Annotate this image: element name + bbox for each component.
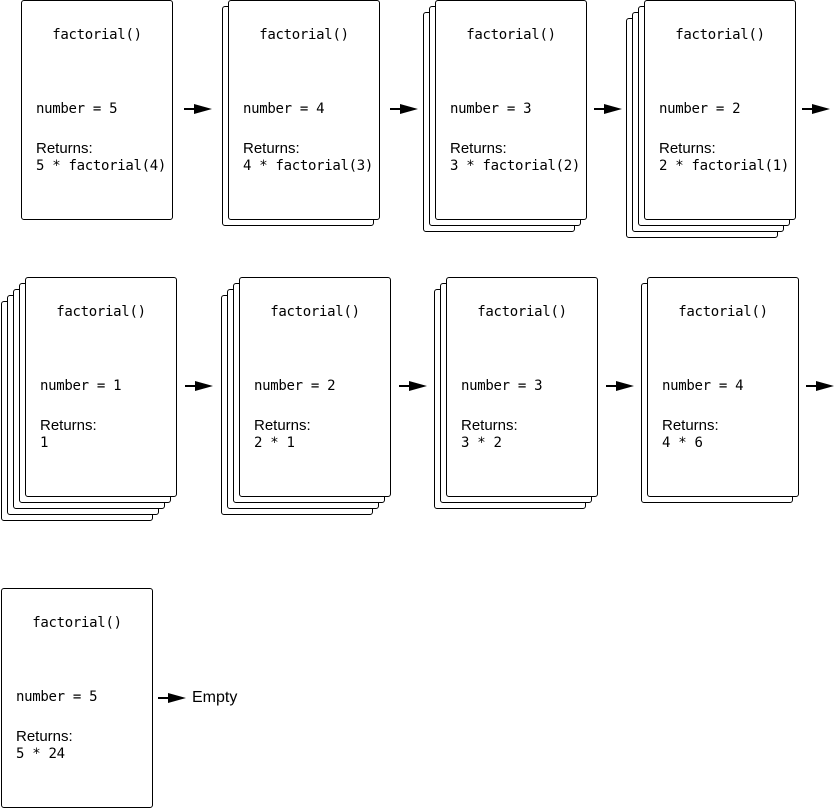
number-value: number = 5 — [16, 689, 98, 705]
arrow-right-icon — [594, 103, 622, 115]
returns-expression: 4 * factorial(3) — [243, 158, 374, 174]
returns-label: Returns: — [450, 140, 507, 157]
function-name: factorial() — [270, 304, 360, 320]
number-value: number = 2 — [659, 101, 741, 117]
returns-expression: 5 * 24 — [16, 746, 65, 762]
returns-label: Returns: — [461, 417, 518, 434]
stack-frame: factorial() number = 4 Returns: 4 * fact… — [228, 0, 380, 220]
arrow-right-icon — [802, 103, 830, 115]
arrow-right-icon — [606, 380, 634, 392]
stack-frame: factorial() number = 5 Returns: 5 * 24 — [1, 588, 153, 808]
returns-label: Returns: — [659, 140, 716, 157]
returns-label: Returns: — [254, 417, 311, 434]
stack-frame: factorial() number = 2 Returns: 2 * 1 — [239, 277, 391, 497]
stack-frame: factorial() number = 3 Returns: 3 * fact… — [435, 0, 587, 220]
arrow-right-icon — [185, 380, 213, 392]
function-name: factorial() — [675, 27, 765, 43]
number-value: number = 5 — [36, 101, 118, 117]
arrow-right-icon — [184, 103, 212, 115]
returns-label: Returns: — [16, 728, 73, 745]
returns-label: Returns: — [662, 417, 719, 434]
returns-expression: 4 * 6 — [662, 435, 703, 451]
number-value: number = 2 — [254, 378, 336, 394]
arrow-right-icon — [390, 103, 418, 115]
function-name: factorial() — [52, 27, 142, 43]
arrow-right-icon — [806, 380, 834, 392]
function-name: factorial() — [32, 615, 122, 631]
stack-frame: factorial() number = 5 Returns: 5 * fact… — [21, 0, 173, 220]
number-value: number = 3 — [461, 378, 543, 394]
function-name: factorial() — [477, 304, 567, 320]
returns-expression: 3 * factorial(2) — [450, 158, 581, 174]
returns-label: Returns: — [243, 140, 300, 157]
function-name: factorial() — [466, 27, 556, 43]
returns-expression: 5 * factorial(4) — [36, 158, 167, 174]
stack-frame: factorial() number = 4 Returns: 4 * 6 — [647, 277, 799, 497]
arrow-right-icon — [158, 692, 186, 704]
returns-expression: 3 * 2 — [461, 435, 502, 451]
returns-label: Returns: — [36, 140, 93, 157]
returns-expression: 1 — [40, 435, 49, 451]
stack-frame: factorial() number = 1 Returns: 1 — [25, 277, 177, 497]
returns-label: Returns: — [40, 417, 97, 434]
stack-frame: factorial() number = 2 Returns: 2 * fact… — [644, 0, 796, 220]
empty-stack-label: Empty — [192, 689, 238, 706]
returns-expression: 2 * factorial(1) — [659, 158, 790, 174]
returns-expression: 2 * 1 — [254, 435, 295, 451]
arrow-right-icon — [399, 380, 427, 392]
stack-frame: factorial() number = 3 Returns: 3 * 2 — [446, 277, 598, 497]
number-value: number = 4 — [662, 378, 744, 394]
number-value: number = 4 — [243, 101, 325, 117]
function-name: factorial() — [259, 27, 349, 43]
function-name: factorial() — [678, 304, 768, 320]
number-value: number = 1 — [40, 378, 122, 394]
number-value: number = 3 — [450, 101, 532, 117]
function-name: factorial() — [56, 304, 146, 320]
